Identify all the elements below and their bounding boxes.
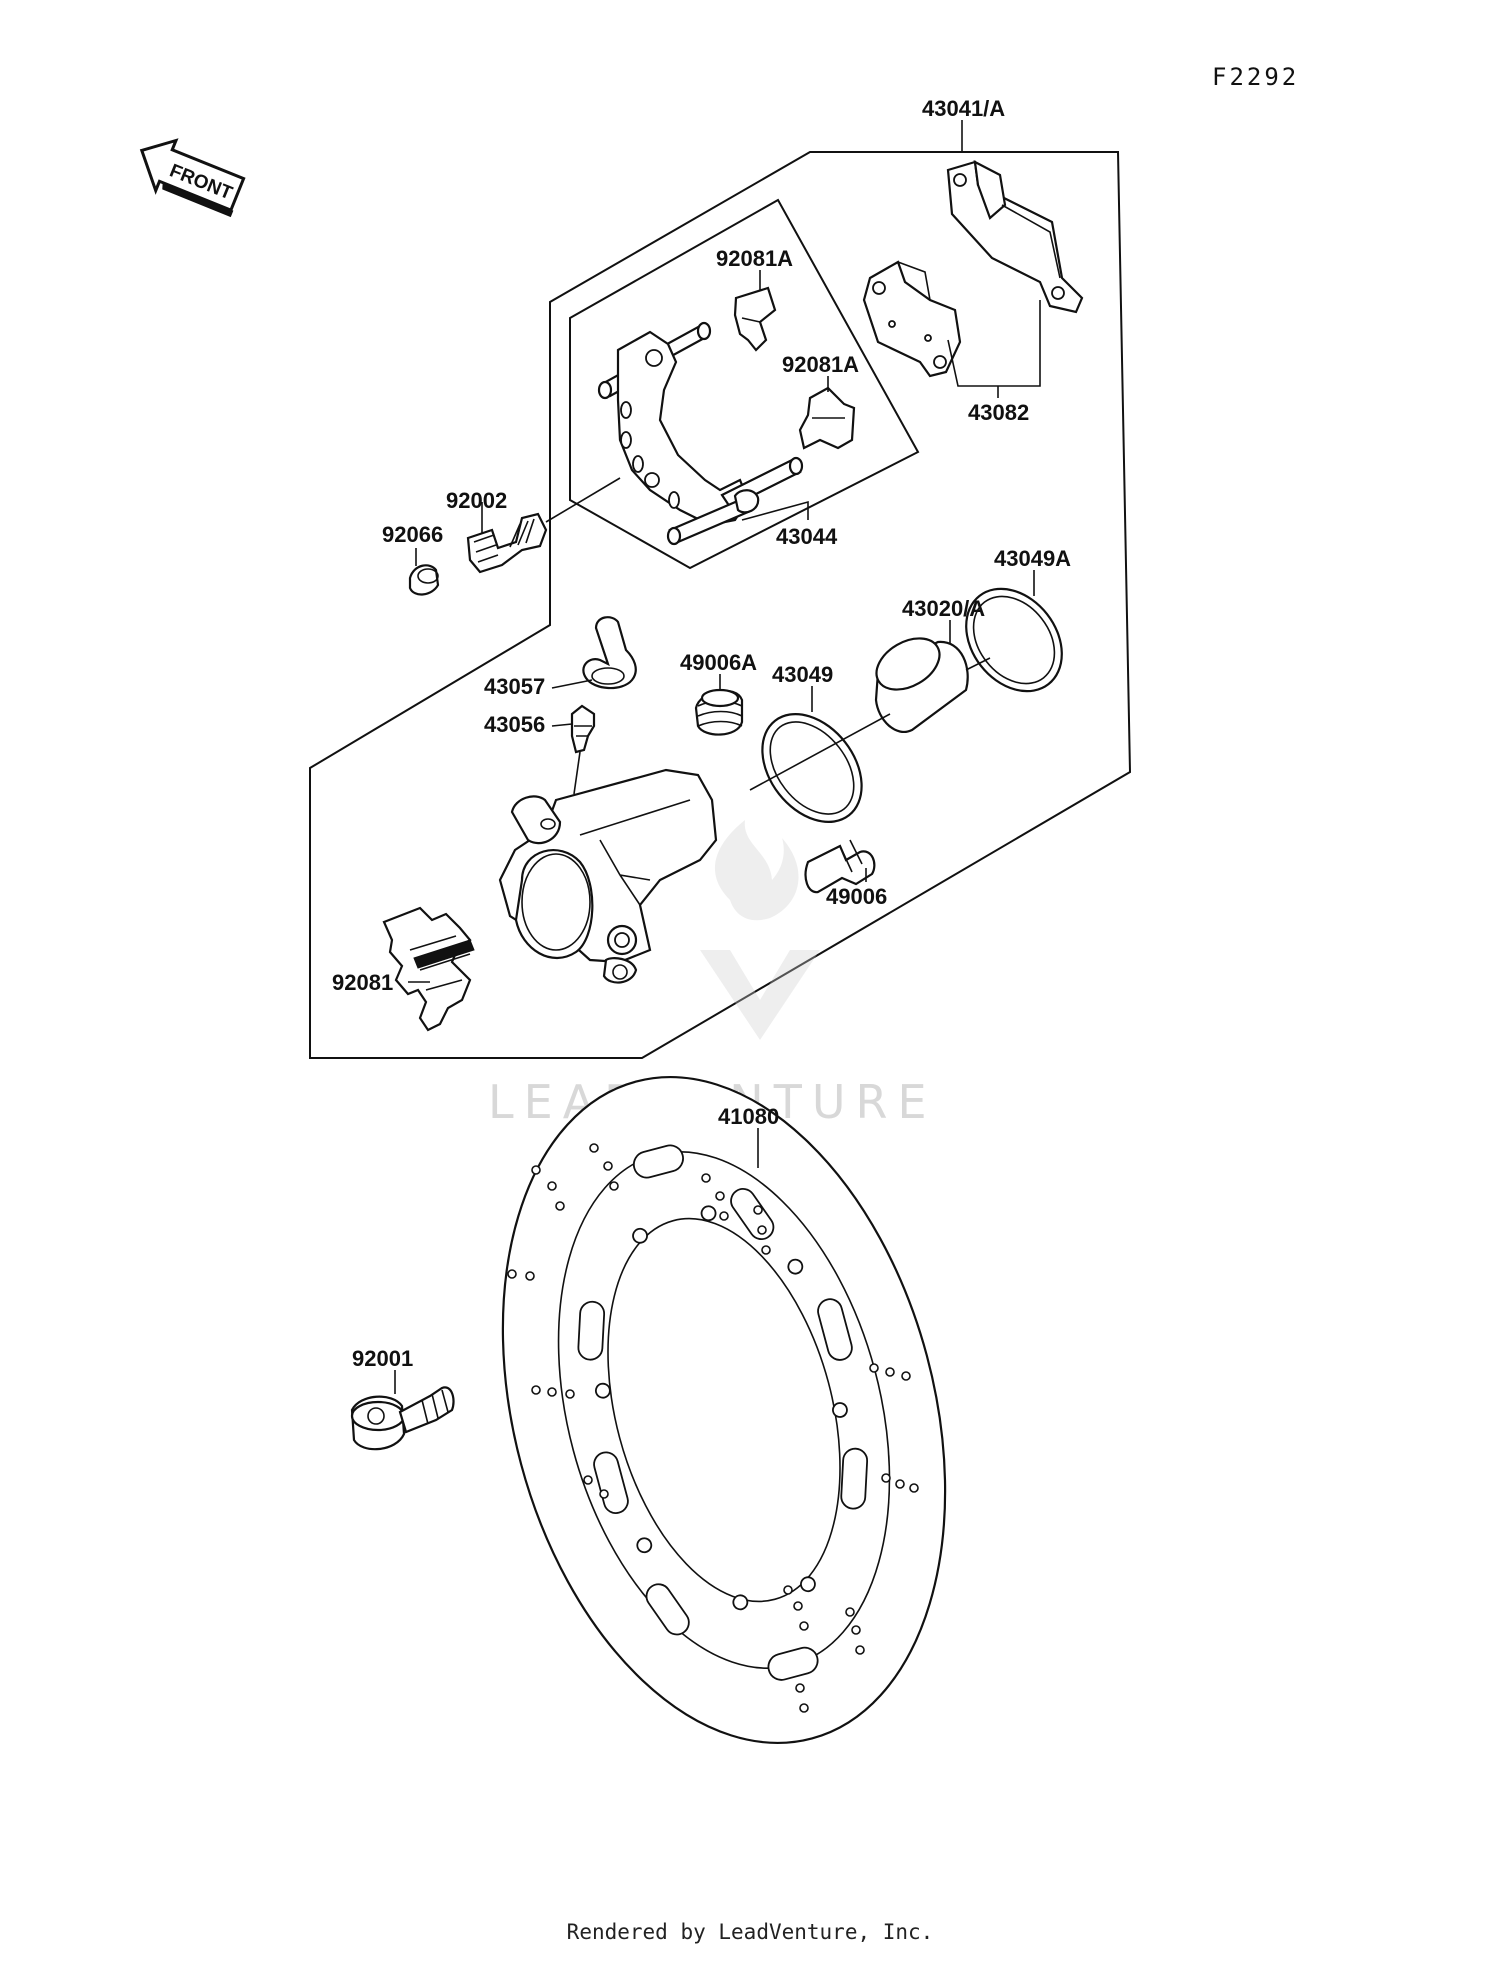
dust-seal	[965, 587, 1063, 693]
label-43082[interactable]: 43082	[968, 400, 1029, 425]
bleeder-cap	[582, 616, 637, 690]
piston-seal	[761, 713, 863, 823]
bracket-assembly-boundary	[569, 198, 920, 570]
footer-credit: Rendered by LeadVenture, Inc.	[566, 1920, 934, 1944]
label-43020A[interactable]: 43020/A	[902, 596, 985, 621]
bolt-cap	[408, 564, 440, 596]
dust-boot	[694, 688, 744, 736]
label-43049A[interactable]: 43049A	[994, 546, 1071, 571]
label-43041A[interactable]: 43041/A	[922, 96, 1005, 121]
brake-pad-outer	[946, 160, 1084, 314]
pad-spring-bottom	[382, 906, 475, 1032]
bleeder-screw	[804, 839, 876, 894]
front-arrow-icon: FRONT	[139, 138, 246, 218]
diagram-code: F2292	[1212, 63, 1299, 91]
label-49006A[interactable]: 49006A	[680, 650, 757, 675]
watermark-logo	[700, 820, 820, 1040]
label-49006[interactable]: 49006	[826, 884, 887, 909]
brake-piston	[874, 637, 969, 733]
label-92066[interactable]: 92066	[382, 522, 443, 547]
label-92081A-top[interactable]: 92081A	[716, 246, 793, 271]
brake-disc	[501, 1076, 947, 1744]
label-43044[interactable]: 43044	[776, 524, 838, 549]
bleeder-valve	[570, 704, 596, 754]
label-92001[interactable]: 92001	[352, 1346, 413, 1371]
disc-mounting-bolt	[350, 1386, 455, 1451]
brake-pad-inner	[862, 260, 962, 378]
label-92002[interactable]: 92002	[446, 488, 507, 513]
label-92081A-mid[interactable]: 92081A	[782, 352, 859, 377]
label-43049[interactable]: 43049	[772, 662, 833, 687]
label-92081[interactable]: 92081	[332, 970, 393, 995]
label-43056[interactable]: 43056	[484, 712, 545, 737]
pad-spring-top	[733, 286, 777, 352]
label-43057[interactable]: 43057	[484, 674, 545, 699]
caliper-bolt	[466, 512, 548, 574]
pad-spring-mid	[798, 386, 856, 450]
caliper-body	[498, 768, 718, 984]
caliper-assembly-boundary	[309, 151, 1132, 1059]
label-41080[interactable]: 41080	[718, 1104, 779, 1129]
caliper-bracket	[597, 321, 804, 546]
